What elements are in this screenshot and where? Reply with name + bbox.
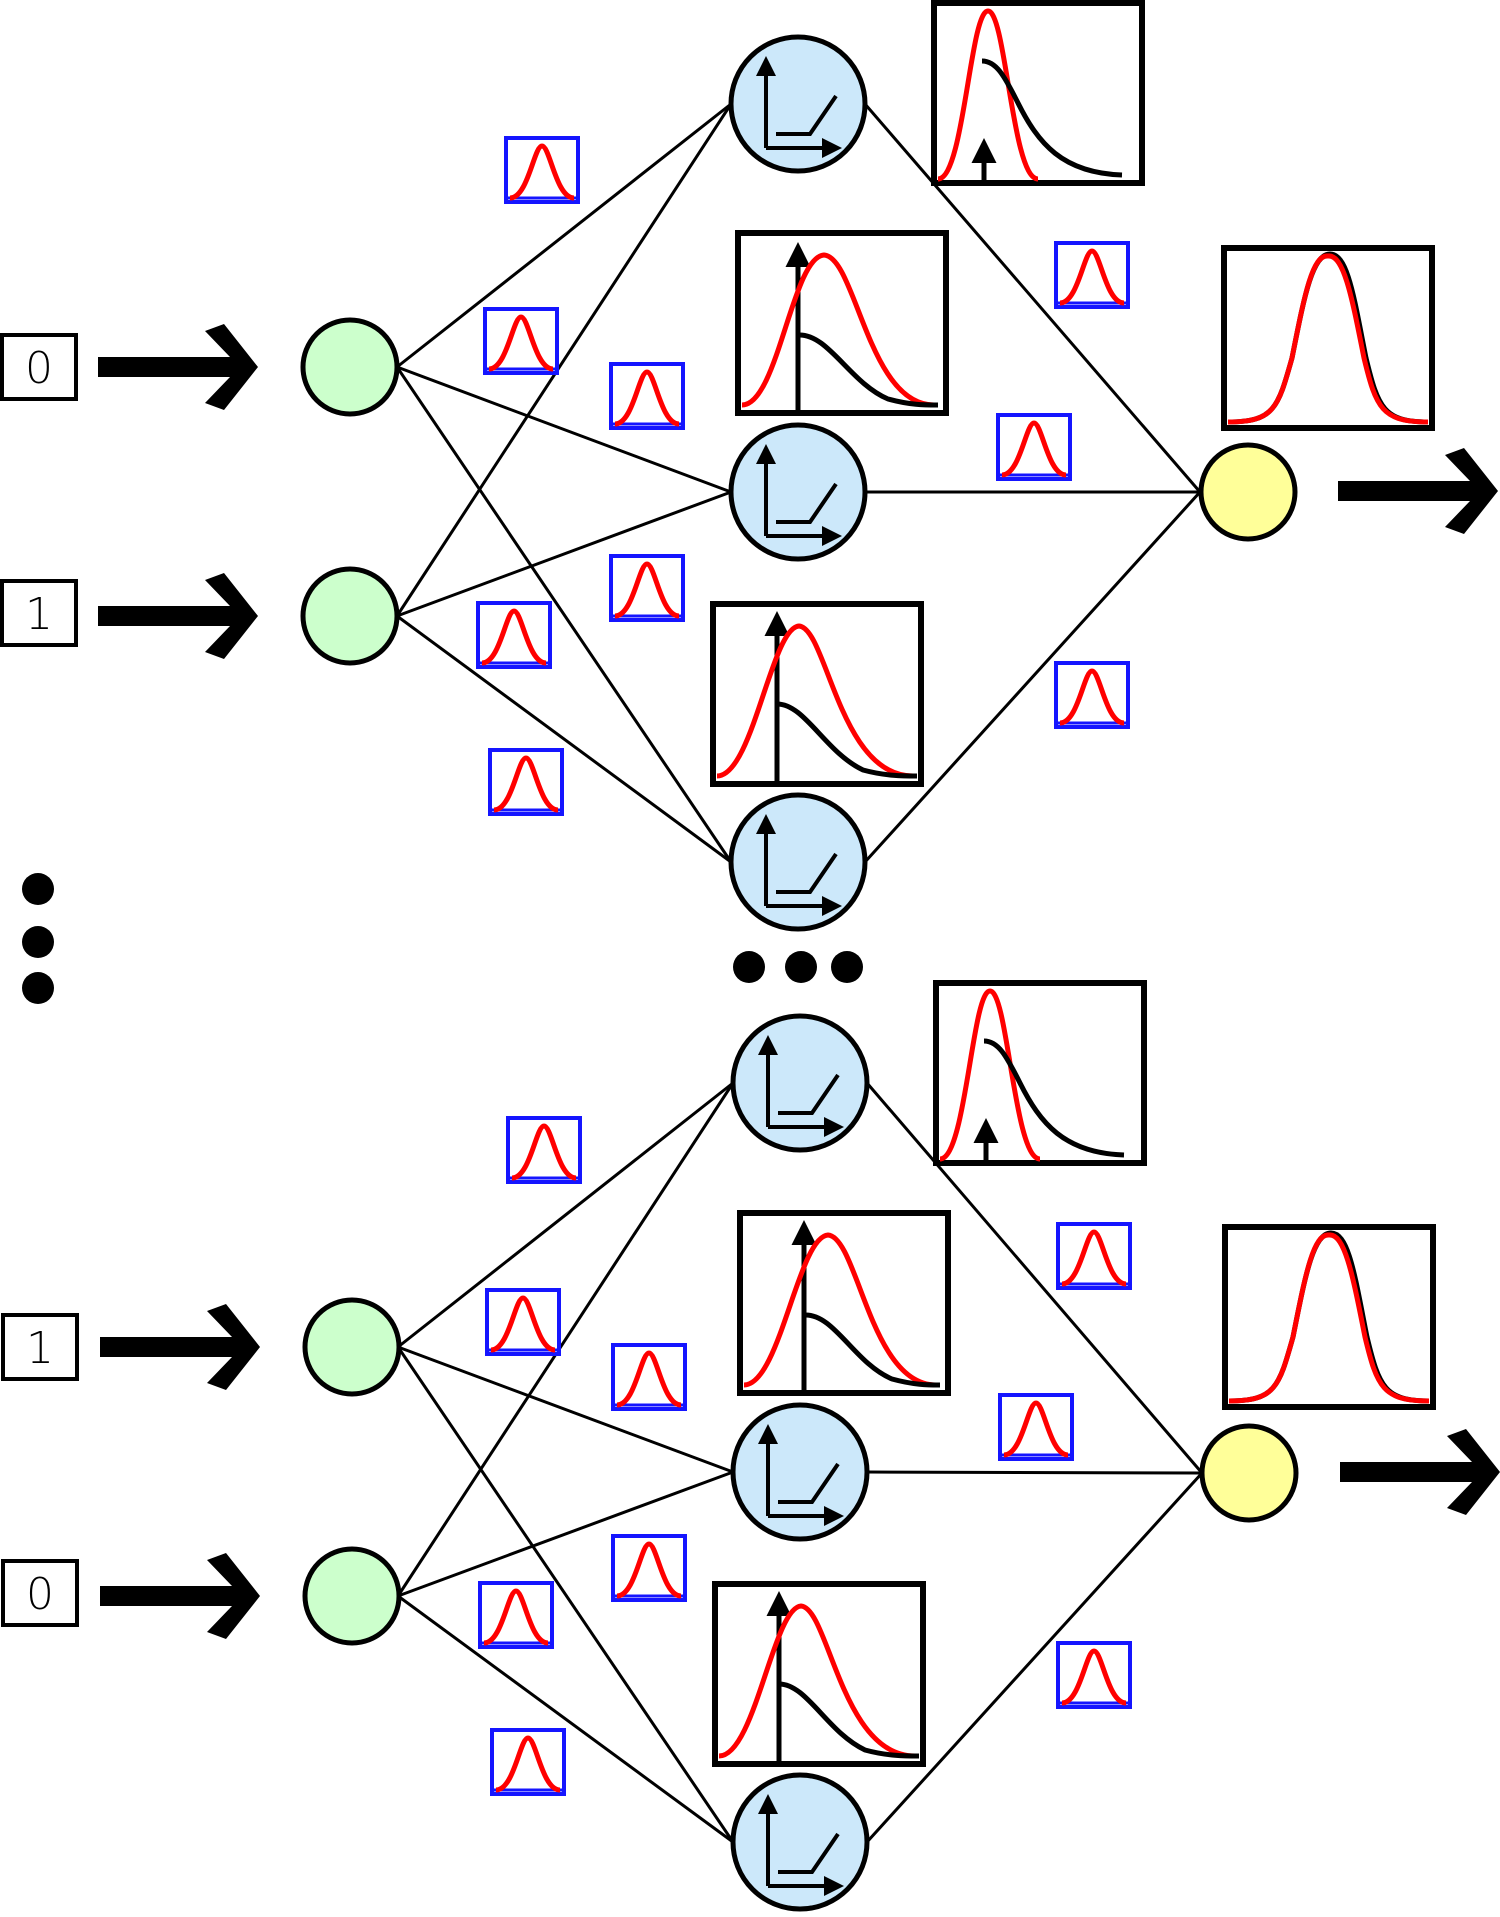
output-node [1199, 1423, 1299, 1523]
network-edges [395, 102, 1202, 864]
input-value-box: 0 [0, 333, 78, 401]
svg-text:1: 1 [26, 1323, 54, 1374]
network-1: 0 1 [0, 0, 1498, 932]
ellipsis-icon [733, 951, 863, 983]
hidden-node [728, 34, 868, 174]
output-node [1198, 442, 1298, 542]
activation-distribution-panel [710, 601, 924, 787]
input-node [300, 317, 400, 417]
svg-text:0: 0 [25, 343, 53, 394]
weight-distribution-box [485, 1288, 561, 1356]
output-distribution-panel [1221, 245, 1435, 431]
input-arrow-icon [100, 1304, 260, 1390]
hidden-node [728, 792, 868, 932]
network-2: 1 0 [1, 980, 1500, 1912]
weight-distribution-box [611, 1534, 687, 1602]
svg-text:1: 1 [25, 589, 53, 640]
input-node [302, 1297, 402, 1397]
hidden-node [730, 1402, 870, 1542]
hidden-node [730, 1013, 870, 1153]
weight-distribution-box [996, 413, 1072, 481]
activation-distribution-panel [712, 1581, 926, 1767]
activation-distribution-panel [737, 1210, 951, 1396]
output-arrow-icon [1338, 448, 1498, 534]
input-arrow-icon [98, 324, 258, 410]
weight-distribution-box [488, 748, 564, 816]
relu-icon [758, 1035, 844, 1137]
relu-icon [756, 56, 842, 158]
activation-distribution-panel [735, 230, 949, 416]
weight-distribution-box [506, 1116, 582, 1184]
relu-icon [758, 1794, 844, 1896]
weight-distribution-box [476, 601, 552, 669]
output-arrow-icon [1340, 1429, 1500, 1515]
activation-distribution-panel [931, 0, 1145, 186]
weight-distribution-box [478, 1581, 554, 1649]
input-arrow-icon [98, 573, 258, 659]
input-arrow-icon [100, 1553, 260, 1639]
weight-distribution-box [609, 362, 685, 430]
weight-distribution-box [483, 307, 559, 375]
input-value-box: 0 [1, 1559, 79, 1627]
weight-distribution-box [998, 1393, 1074, 1461]
weight-distribution-box [1056, 1222, 1132, 1290]
relu-icon [756, 444, 842, 546]
weight-distribution-box [1054, 241, 1130, 309]
hidden-node [730, 1772, 870, 1912]
svg-text:0: 0 [26, 1569, 54, 1620]
input-value-box: 1 [1, 1313, 79, 1381]
relu-icon [756, 814, 842, 916]
weight-distribution-box [1054, 661, 1130, 729]
hidden-node [728, 422, 868, 562]
activation-distribution-panel [933, 980, 1147, 1166]
relu-icon [758, 1424, 844, 1526]
input-node [300, 566, 400, 666]
weight-distribution-box [1056, 1641, 1132, 1709]
input-value-box: 1 [0, 579, 78, 647]
weight-distribution-box [490, 1728, 566, 1796]
weight-distribution-box [611, 1343, 687, 1411]
output-distribution-panel [1222, 1224, 1436, 1410]
input-node [302, 1546, 402, 1646]
weight-distribution-box [504, 136, 580, 204]
ellipsis-icon [22, 873, 54, 1004]
weight-distribution-box [609, 554, 685, 622]
network-edges [396, 1081, 1204, 1844]
